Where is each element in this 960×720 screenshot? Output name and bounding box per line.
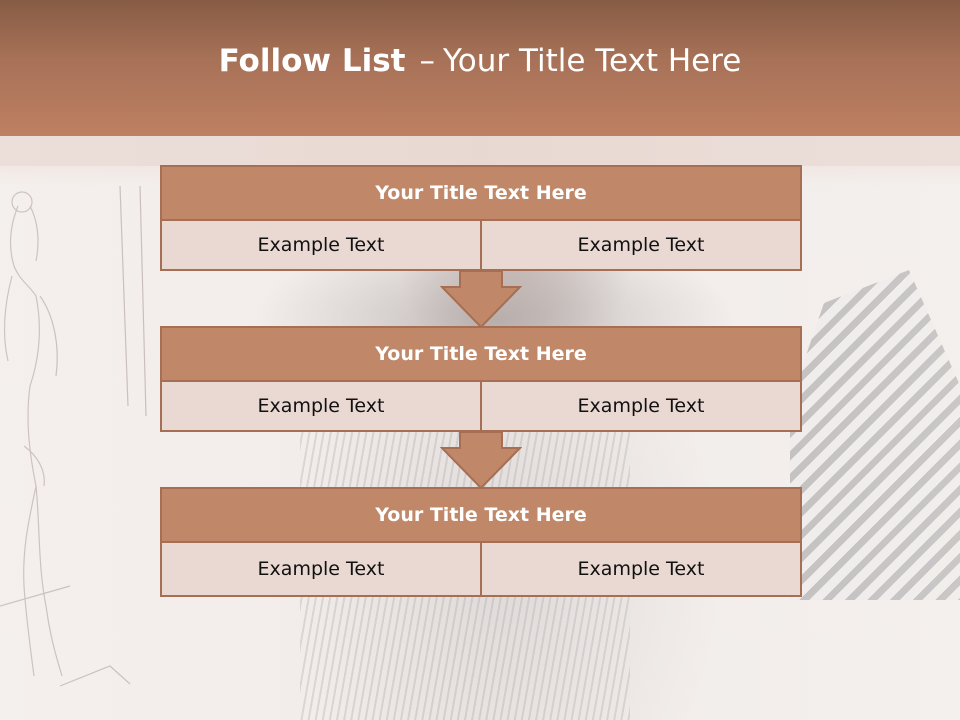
slide-title: Follow List–Your Title Text Here xyxy=(219,43,742,79)
block-cell-left: Example Text xyxy=(160,543,481,597)
block-cell-right: Example Text xyxy=(481,543,802,597)
background-band xyxy=(0,136,960,166)
block-row: Example Text Example Text xyxy=(160,382,802,432)
block-cell-left: Example Text xyxy=(160,382,481,432)
follow-list-block: Your Title Text Here Example Text Exampl… xyxy=(160,487,802,597)
slide-title-separator: – xyxy=(419,43,435,79)
block-title: Your Title Text Here xyxy=(160,165,802,221)
block-row: Example Text Example Text xyxy=(160,221,802,271)
block-cell-left: Example Text xyxy=(160,221,481,271)
block-title: Your Title Text Here xyxy=(160,326,802,382)
down-arrow-icon xyxy=(440,271,522,329)
block-title: Your Title Text Here xyxy=(160,487,802,543)
down-arrow-icon xyxy=(440,432,522,490)
title-banner: Follow List–Your Title Text Here xyxy=(0,0,960,136)
block-cell-right: Example Text xyxy=(481,382,802,432)
follow-list-block: Your Title Text Here Example Text Exampl… xyxy=(160,165,802,271)
follow-list-block: Your Title Text Here Example Text Exampl… xyxy=(160,326,802,432)
background-striped-bag xyxy=(790,270,960,600)
slide-title-bold: Follow List xyxy=(218,43,406,79)
block-row: Example Text Example Text xyxy=(160,543,802,597)
block-cell-right: Example Text xyxy=(481,221,802,271)
slide-title-rest: Your Title Text Here xyxy=(442,43,742,79)
background-fashion-sketch xyxy=(0,186,147,687)
